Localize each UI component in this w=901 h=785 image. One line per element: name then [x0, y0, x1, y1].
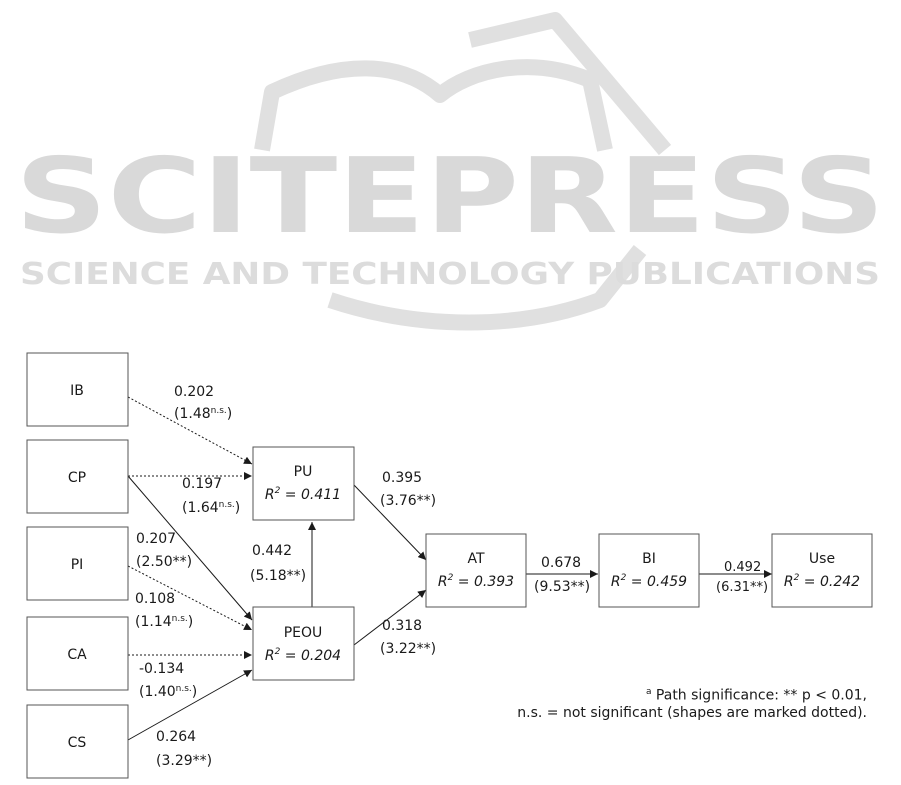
note-line-2: n.s. = not significant (shapes are marke…: [517, 704, 867, 721]
path-ib-pu: [127, 396, 253, 465]
label-at-bi: 0.678 (9.53**): [534, 555, 590, 595]
svg-text:0.202: 0.202: [174, 384, 214, 400]
note-line-1: a Path significance: ** p < 0.01,: [645, 687, 867, 704]
path-peou-at: [353, 589, 427, 646]
construct-label: Use: [809, 551, 835, 567]
scitepress-watermark: SCITEPRESS SCIENCE AND TECHNOLOGY PUBLIC…: [15, 12, 885, 331]
label-ca-peou: -0.134 (1.40n.s.): [139, 661, 197, 700]
label-ib-pu: 0.202 (1.48n.s.): [174, 384, 232, 422]
label-cp-peou: 0.207 (2.50**): [136, 531, 192, 570]
construct-label: IB: [70, 383, 84, 399]
svg-text:-0.134: -0.134: [139, 661, 184, 677]
construct-cs: CS: [26, 704, 129, 779]
svg-text:(2.50**): (2.50**): [136, 554, 192, 570]
construct-label: PU: [294, 464, 313, 480]
construct-pu: PU R2 = 0.411: [252, 446, 355, 521]
svg-text:0.442: 0.442: [252, 543, 292, 559]
watermark-subtitle: SCIENCE AND TECHNOLOGY PUBLICATIONS: [20, 257, 880, 292]
path-cs-peou: [127, 669, 253, 741]
r-squared: R2 = 0.242: [784, 573, 860, 590]
watermark-title: SCITEPRESS: [15, 135, 885, 257]
construct-cp: CP: [26, 439, 129, 514]
construct-label: BI: [642, 551, 656, 567]
svg-text:(3.29**): (3.29**): [156, 753, 212, 769]
svg-text:0.207: 0.207: [136, 531, 176, 547]
construct-label: CP: [68, 470, 86, 486]
svg-text:0.395: 0.395: [382, 470, 422, 486]
label-pu-at: 0.395 (3.76**): [380, 470, 436, 509]
footnote-marker: a: [645, 687, 652, 697]
construct-ib: IB: [26, 352, 129, 427]
label-peou-pu: 0.442 (5.18**): [250, 543, 306, 584]
svg-text:(3.22**): (3.22**): [380, 641, 436, 657]
label-bi-use: 0.492 (6.31**): [716, 560, 768, 595]
svg-text:(5.18**): (5.18**): [250, 568, 306, 584]
svg-text:0.678: 0.678: [541, 555, 581, 571]
svg-text:(3.76**): (3.76**): [380, 493, 436, 509]
r-squared: R2 = 0.204: [265, 647, 341, 664]
svg-text:0.264: 0.264: [156, 729, 196, 745]
svg-text:0.318: 0.318: [382, 618, 422, 634]
path-pi-peou: [127, 565, 253, 631]
r-squared: R2 = 0.459: [611, 573, 687, 590]
svg-text:0.108: 0.108: [135, 591, 175, 607]
book-logo-icon: [254, 12, 672, 331]
construct-bi: BI R2 = 0.459: [598, 533, 700, 608]
svg-text:(1.14n.s.): (1.14n.s.): [135, 614, 193, 630]
construct-label: CS: [68, 735, 87, 751]
construct-use: Use R2 = 0.242: [771, 533, 873, 608]
label-cp-pu: 0.197 (1.64n.s.): [182, 476, 240, 516]
construct-label: PI: [71, 557, 84, 573]
svg-text:(1.64n.s.): (1.64n.s.): [182, 500, 240, 516]
r-squared: R2 = 0.393: [438, 573, 514, 590]
svg-text:0.492: 0.492: [724, 560, 761, 575]
label-cs-peou: 0.264 (3.29**): [156, 729, 212, 769]
svg-text:(1.48n.s.): (1.48n.s.): [174, 406, 232, 422]
svg-text:(6.31**): (6.31**): [716, 580, 768, 595]
svg-text:(1.40n.s.): (1.40n.s.): [139, 684, 197, 700]
svg-text:0.197: 0.197: [182, 476, 222, 492]
significance-note: a Path significance: ** p < 0.01, n.s. =…: [517, 684, 867, 722]
label-pi-peou: 0.108 (1.14n.s.): [135, 591, 193, 630]
construct-label: AT: [467, 551, 484, 567]
path-cp-peou: [127, 475, 253, 621]
construct-label: CA: [67, 647, 87, 663]
construct-peou: PEOU R2 = 0.204: [252, 606, 355, 681]
construct-label: PEOU: [284, 625, 323, 641]
r-squared: R2 = 0.411: [265, 486, 341, 503]
construct-pi: PI: [26, 526, 129, 601]
label-peou-at: 0.318 (3.22**): [380, 618, 436, 657]
svg-text:(9.53**): (9.53**): [534, 579, 590, 595]
construct-at: AT R2 = 0.393: [425, 533, 527, 608]
path-pu-at: [353, 484, 427, 561]
construct-ca: CA: [26, 616, 129, 691]
